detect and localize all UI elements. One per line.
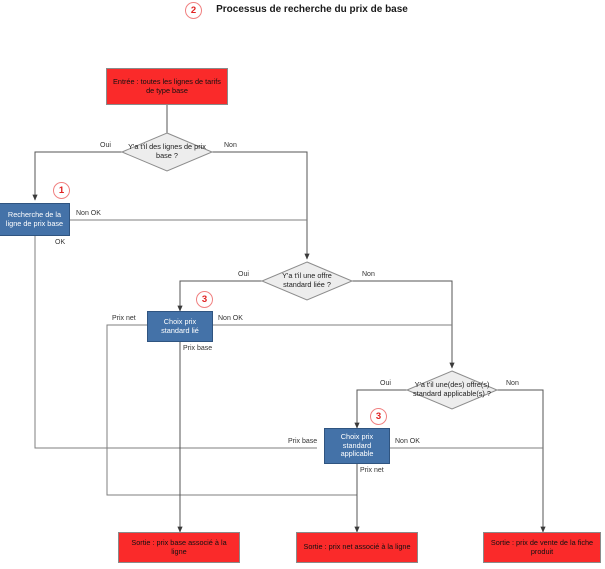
edge-label-b3-prixnet: Prix net — [360, 467, 384, 474]
node-choice-standard-applicable-badge: 3 — [370, 408, 387, 425]
edge-label-d2-yes: Oui — [238, 271, 249, 278]
node-output-net-price[interactable]: Sortie : prix net associé à la ligne — [296, 532, 418, 563]
edge-label-d1-yes: Oui — [100, 142, 111, 149]
decision-offer-applicable-shape — [405, 370, 499, 410]
node-output-product-sheet[interactable]: Sortie : prix de vente de la fiche produ… — [483, 532, 601, 563]
decision-offer-linked-text: Y'a t'il une offre standard liée ? — [282, 271, 332, 289]
node-choice-standard-applicable-label: Choix prix standard applicable — [340, 431, 374, 459]
edge-label-d1-no: Non — [224, 142, 237, 149]
node-output-base-price[interactable]: Sortie : prix base associé à la ligne — [118, 532, 240, 563]
title-text: Processus de recherche du prix de base — [216, 4, 408, 15]
node-decision-offer-linked-label[interactable]: Y'a t'il une offre standard liée ? — [268, 268, 346, 294]
node-choice-standard-linked[interactable]: Choix prix standard lié — [147, 311, 213, 342]
node-search-base-line-badge: 1 — [53, 182, 70, 199]
node-output-base-price-label: Sortie : prix base associé à la ligne — [131, 537, 227, 556]
decision-lines-shape — [120, 132, 214, 172]
node-output-product-sheet-label: Sortie : prix de vente de la fiche produ… — [490, 537, 594, 556]
node-input-base[interactable]: Entrée : toutes les lignes de tarifs de … — [106, 68, 228, 105]
edge-label-b1-ok: OK — [55, 239, 66, 246]
node-input-base-label: Entrée : toutes les lignes de tarifs de … — [113, 76, 221, 95]
edge-label-b1-notok: Non OK — [76, 210, 101, 217]
node-decision-offer-applicable-label[interactable]: Y'a t'il une(des) offre(s) standard appl… — [405, 377, 499, 403]
edge-label-d3-yes: Oui — [380, 380, 391, 387]
page-title: 2 Processus de recherche du prix de base — [185, 2, 435, 19]
edge-label-d2-no: Non — [362, 271, 375, 278]
edge-label-b2-prixbase: Prix base — [183, 345, 213, 352]
decision-lines-text: Y'a t'il des lignes de prix base ? — [128, 142, 206, 160]
node-choice-standard-linked-badge: 3 — [196, 291, 213, 308]
decision-offer-applicable-text: Y'a t'il une(des) offre(s) standard appl… — [413, 380, 491, 398]
node-search-base-line[interactable]: Recherche de la ligne de prix base — [0, 203, 70, 236]
decision-offer-linked-shape — [260, 261, 354, 301]
node-choice-standard-linked-label: Choix prix standard lié — [161, 316, 199, 335]
edge-label-d3-no: Non — [506, 380, 519, 387]
node-search-base-line-label: Recherche de la ligne de prix base — [5, 209, 64, 228]
edge-label-b3-prixbase: Prix base — [288, 438, 318, 445]
node-choice-standard-applicable[interactable]: Choix prix standard applicable — [324, 428, 390, 464]
title-badge: 2 — [185, 2, 202, 19]
edge-label-b3-notok: Non OK — [395, 438, 420, 445]
node-decision-lines-label[interactable]: Y'a t'il des lignes de prix base ? — [127, 139, 207, 165]
edge-label-b2-notok: Non OK — [218, 315, 243, 322]
edge-label-b2-prixnet: Prix net — [112, 315, 136, 322]
node-output-net-price-label: Sortie : prix net associé à la ligne — [303, 542, 411, 552]
